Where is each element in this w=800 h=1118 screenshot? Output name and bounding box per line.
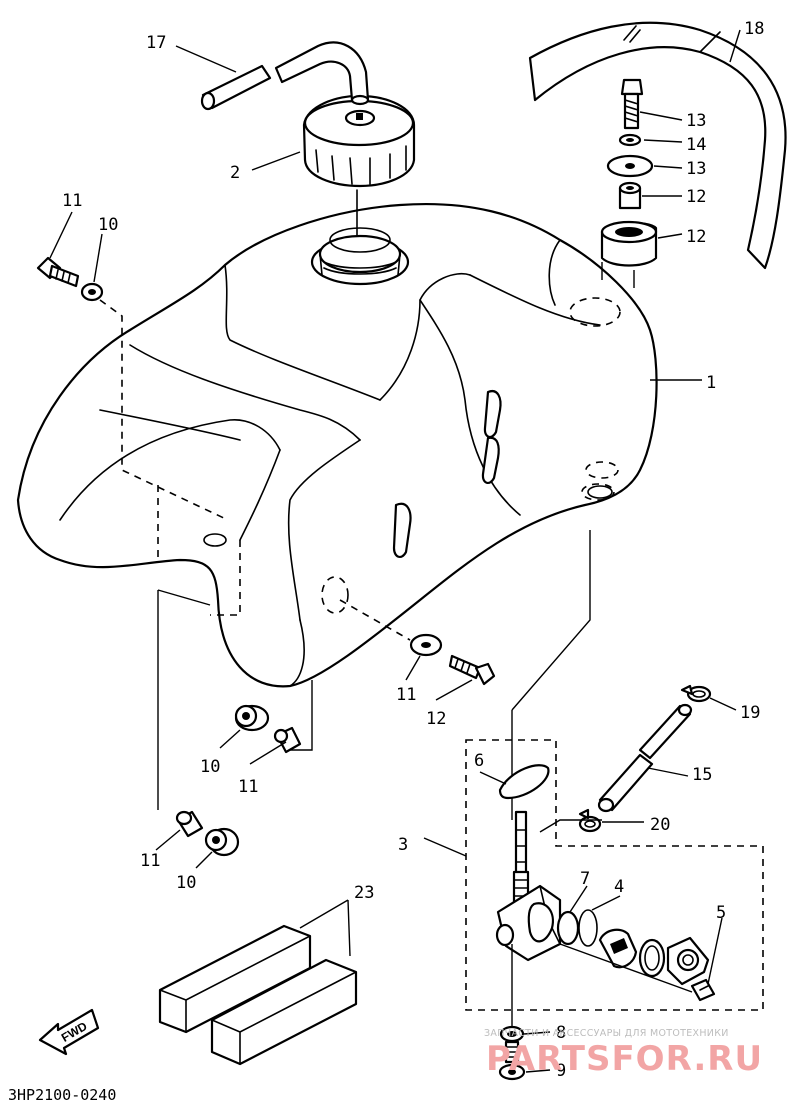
callout-8: 8 (556, 1023, 566, 1043)
spacer-lower (175, 810, 204, 838)
tank-pads (158, 924, 358, 1066)
callout-4: 4 (614, 877, 624, 897)
callout-14: 12 (686, 227, 706, 247)
callout-5: 5 (716, 903, 726, 923)
callout-18: 14 (686, 135, 706, 155)
tank-cap (302, 94, 416, 188)
callout-9: 9 (556, 1061, 566, 1081)
callout-21: 17 (146, 33, 166, 53)
callout-2: 2 (230, 163, 240, 183)
fuel-tank (16, 202, 658, 688)
callout-6: 6 (474, 751, 484, 771)
callout-20-lower: 20 (650, 815, 670, 835)
callout-19: 15 (692, 765, 712, 785)
drawing-code: 3HP2100-0240 (8, 1086, 116, 1104)
damper-upper (234, 704, 270, 732)
hose-clip-upper (680, 684, 712, 703)
callout-3: 3 (398, 835, 408, 855)
callout-13-side: 12 (426, 709, 446, 729)
callouts: 17 2 18 13 14 13 12 12 1 11 10 11 12 10 … (62, 19, 764, 1081)
left-bolt-washer (36, 256, 229, 521)
callout-7: 7 (580, 869, 590, 889)
callout-12-left: 10 (98, 215, 118, 235)
cock-gasket (498, 764, 550, 800)
fwd-arrow-icon: FWD (38, 1008, 100, 1056)
watermark-logo: PARTSFOR.RU (486, 1039, 763, 1079)
watermark: ЗАПЧАСТИ И АКСЕССУАРЫ ДЛЯ МОТОТЕХНИКИ PA… (484, 1028, 763, 1079)
damper-lower (204, 827, 240, 857)
callout-11-lower: 11 (140, 851, 160, 871)
callout-16: 13 (686, 159, 706, 179)
callout-10-lower: 10 (176, 873, 196, 893)
callout-23: 23 (354, 883, 374, 903)
spacer-upper (273, 726, 302, 754)
breather-hose (200, 41, 370, 111)
callout-13-left: 11 (62, 191, 82, 211)
drain-screw (498, 944, 526, 1081)
callout-17: 13 (686, 111, 706, 131)
leader-lines (49, 29, 741, 1073)
fuel-hose (597, 703, 693, 813)
fuel-cock (495, 810, 716, 1002)
side-bolt-washer (339, 599, 496, 686)
callout-15: 12 (686, 187, 706, 207)
callout-1: 1 (706, 373, 716, 393)
mount-bolt-stack (600, 78, 658, 288)
callout-10-upper: 10 (200, 757, 220, 777)
callout-11-upper: 11 (238, 777, 258, 797)
callout-22: 18 (744, 19, 764, 39)
rubber-strap (528, 21, 787, 270)
callout-20-upper: 19 (740, 703, 760, 723)
watermark-tagline: ЗАПЧАСТИ И АКСЕССУАРЫ ДЛЯ МОТОТЕХНИКИ (484, 1028, 729, 1039)
callout-12-side: 11 (396, 685, 416, 705)
